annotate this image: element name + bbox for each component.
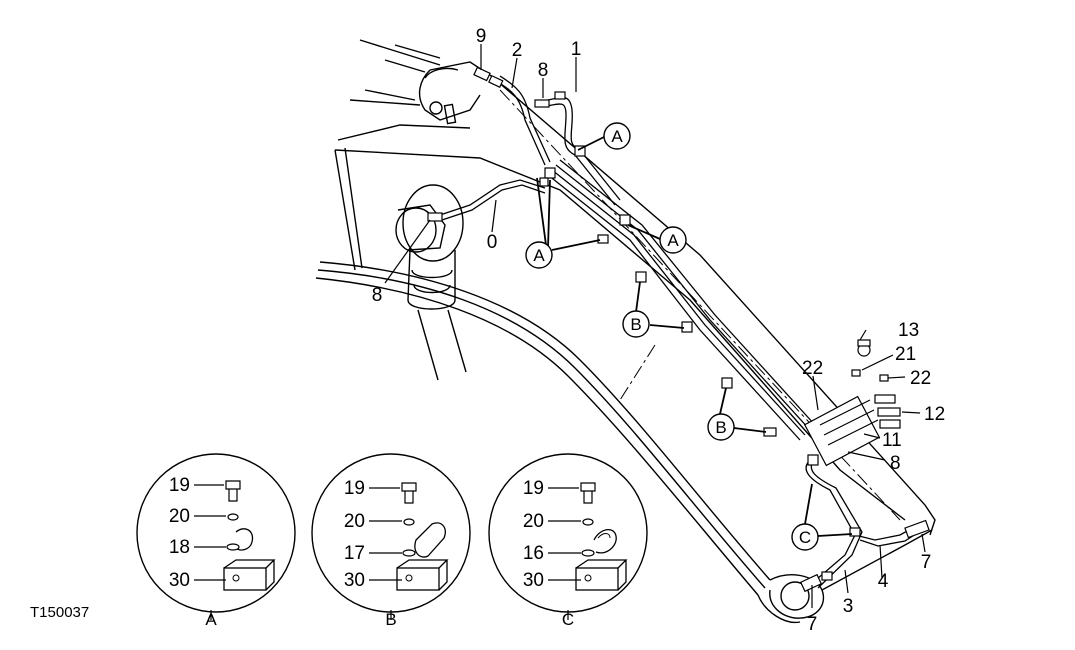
clamp-marker-a-top: A	[577, 122, 631, 151]
detail-b-label-block: 30	[344, 570, 365, 591]
clamp-markers: A A A B B C	[525, 122, 853, 551]
detail-a-label-block: 30	[169, 570, 190, 591]
callout-12: 12	[924, 404, 945, 425]
callout-4: 4	[878, 571, 889, 592]
detail-a-label-clamp: 18	[169, 537, 190, 558]
detail-c-label-block: 30	[523, 570, 544, 591]
clamp-marker-c: C	[791, 483, 853, 551]
callout-1: 1	[571, 39, 582, 60]
callout-22-left: 22	[802, 358, 823, 379]
callout-0: 0	[487, 232, 498, 253]
clamp-marker-label: A	[667, 231, 679, 250]
detail-c-label-clamp: 16	[523, 543, 544, 564]
clamp-marker-label: A	[611, 127, 623, 146]
callout-9: 9	[476, 26, 487, 47]
boom-cylinder	[395, 184, 467, 381]
clamp-marker-a-right: A	[627, 224, 687, 254]
clamp-marker-label: A	[533, 246, 545, 265]
detail-b-label-washer: 20	[344, 511, 365, 532]
detail-c: 19 20 16 30 C	[488, 453, 648, 629]
callout-11: 11	[882, 430, 902, 451]
callout-8-right: 8	[890, 453, 901, 474]
clamp-marker-label: B	[715, 418, 726, 437]
boom-structure	[315, 39, 936, 624]
detail-a-title: A	[205, 610, 217, 629]
detail-b-label-clamp: 17	[344, 543, 365, 564]
detail-a: 19 20 18 30 A	[136, 453, 296, 629]
clamp-marker-b-lower: B	[707, 387, 767, 441]
detail-c-label-bolt: 19	[523, 478, 544, 499]
leader-lines	[384, 44, 926, 608]
figure-id: T150037	[30, 604, 90, 621]
detail-a-label-bolt: 19	[169, 475, 190, 496]
clamp-marker-b-upper: B	[622, 281, 685, 338]
callout-7-right: 7	[921, 552, 932, 573]
detail-c-label-washer: 20	[523, 511, 544, 532]
detail-b: 19 20 17 30 B	[311, 453, 471, 629]
clamp-marker-label: B	[630, 315, 641, 334]
callout-7-bottom: 7	[807, 614, 818, 635]
clamp-marker-label: C	[799, 528, 811, 547]
callout-2: 2	[512, 40, 523, 61]
callout-22-right: 22	[910, 368, 931, 389]
callout-3: 3	[843, 596, 854, 617]
fittings	[427, 66, 930, 593]
detail-b-label-bolt: 19	[344, 478, 365, 499]
callout-21: 21	[895, 344, 916, 365]
callout-8-left: 8	[372, 285, 383, 306]
clamp-marker-a-left: A	[525, 177, 601, 269]
detail-a-label-washer: 20	[169, 506, 190, 527]
part-callouts: 9 2 8 1 0 8 13 21 22 22 12 11 8 3 4 7 7	[372, 26, 945, 635]
detail-b-title: B	[385, 610, 396, 629]
callout-13: 13	[898, 320, 919, 341]
hydraulic-hoses	[439, 75, 923, 589]
callout-8-top: 8	[538, 60, 549, 81]
detail-c-title: C	[562, 610, 574, 629]
